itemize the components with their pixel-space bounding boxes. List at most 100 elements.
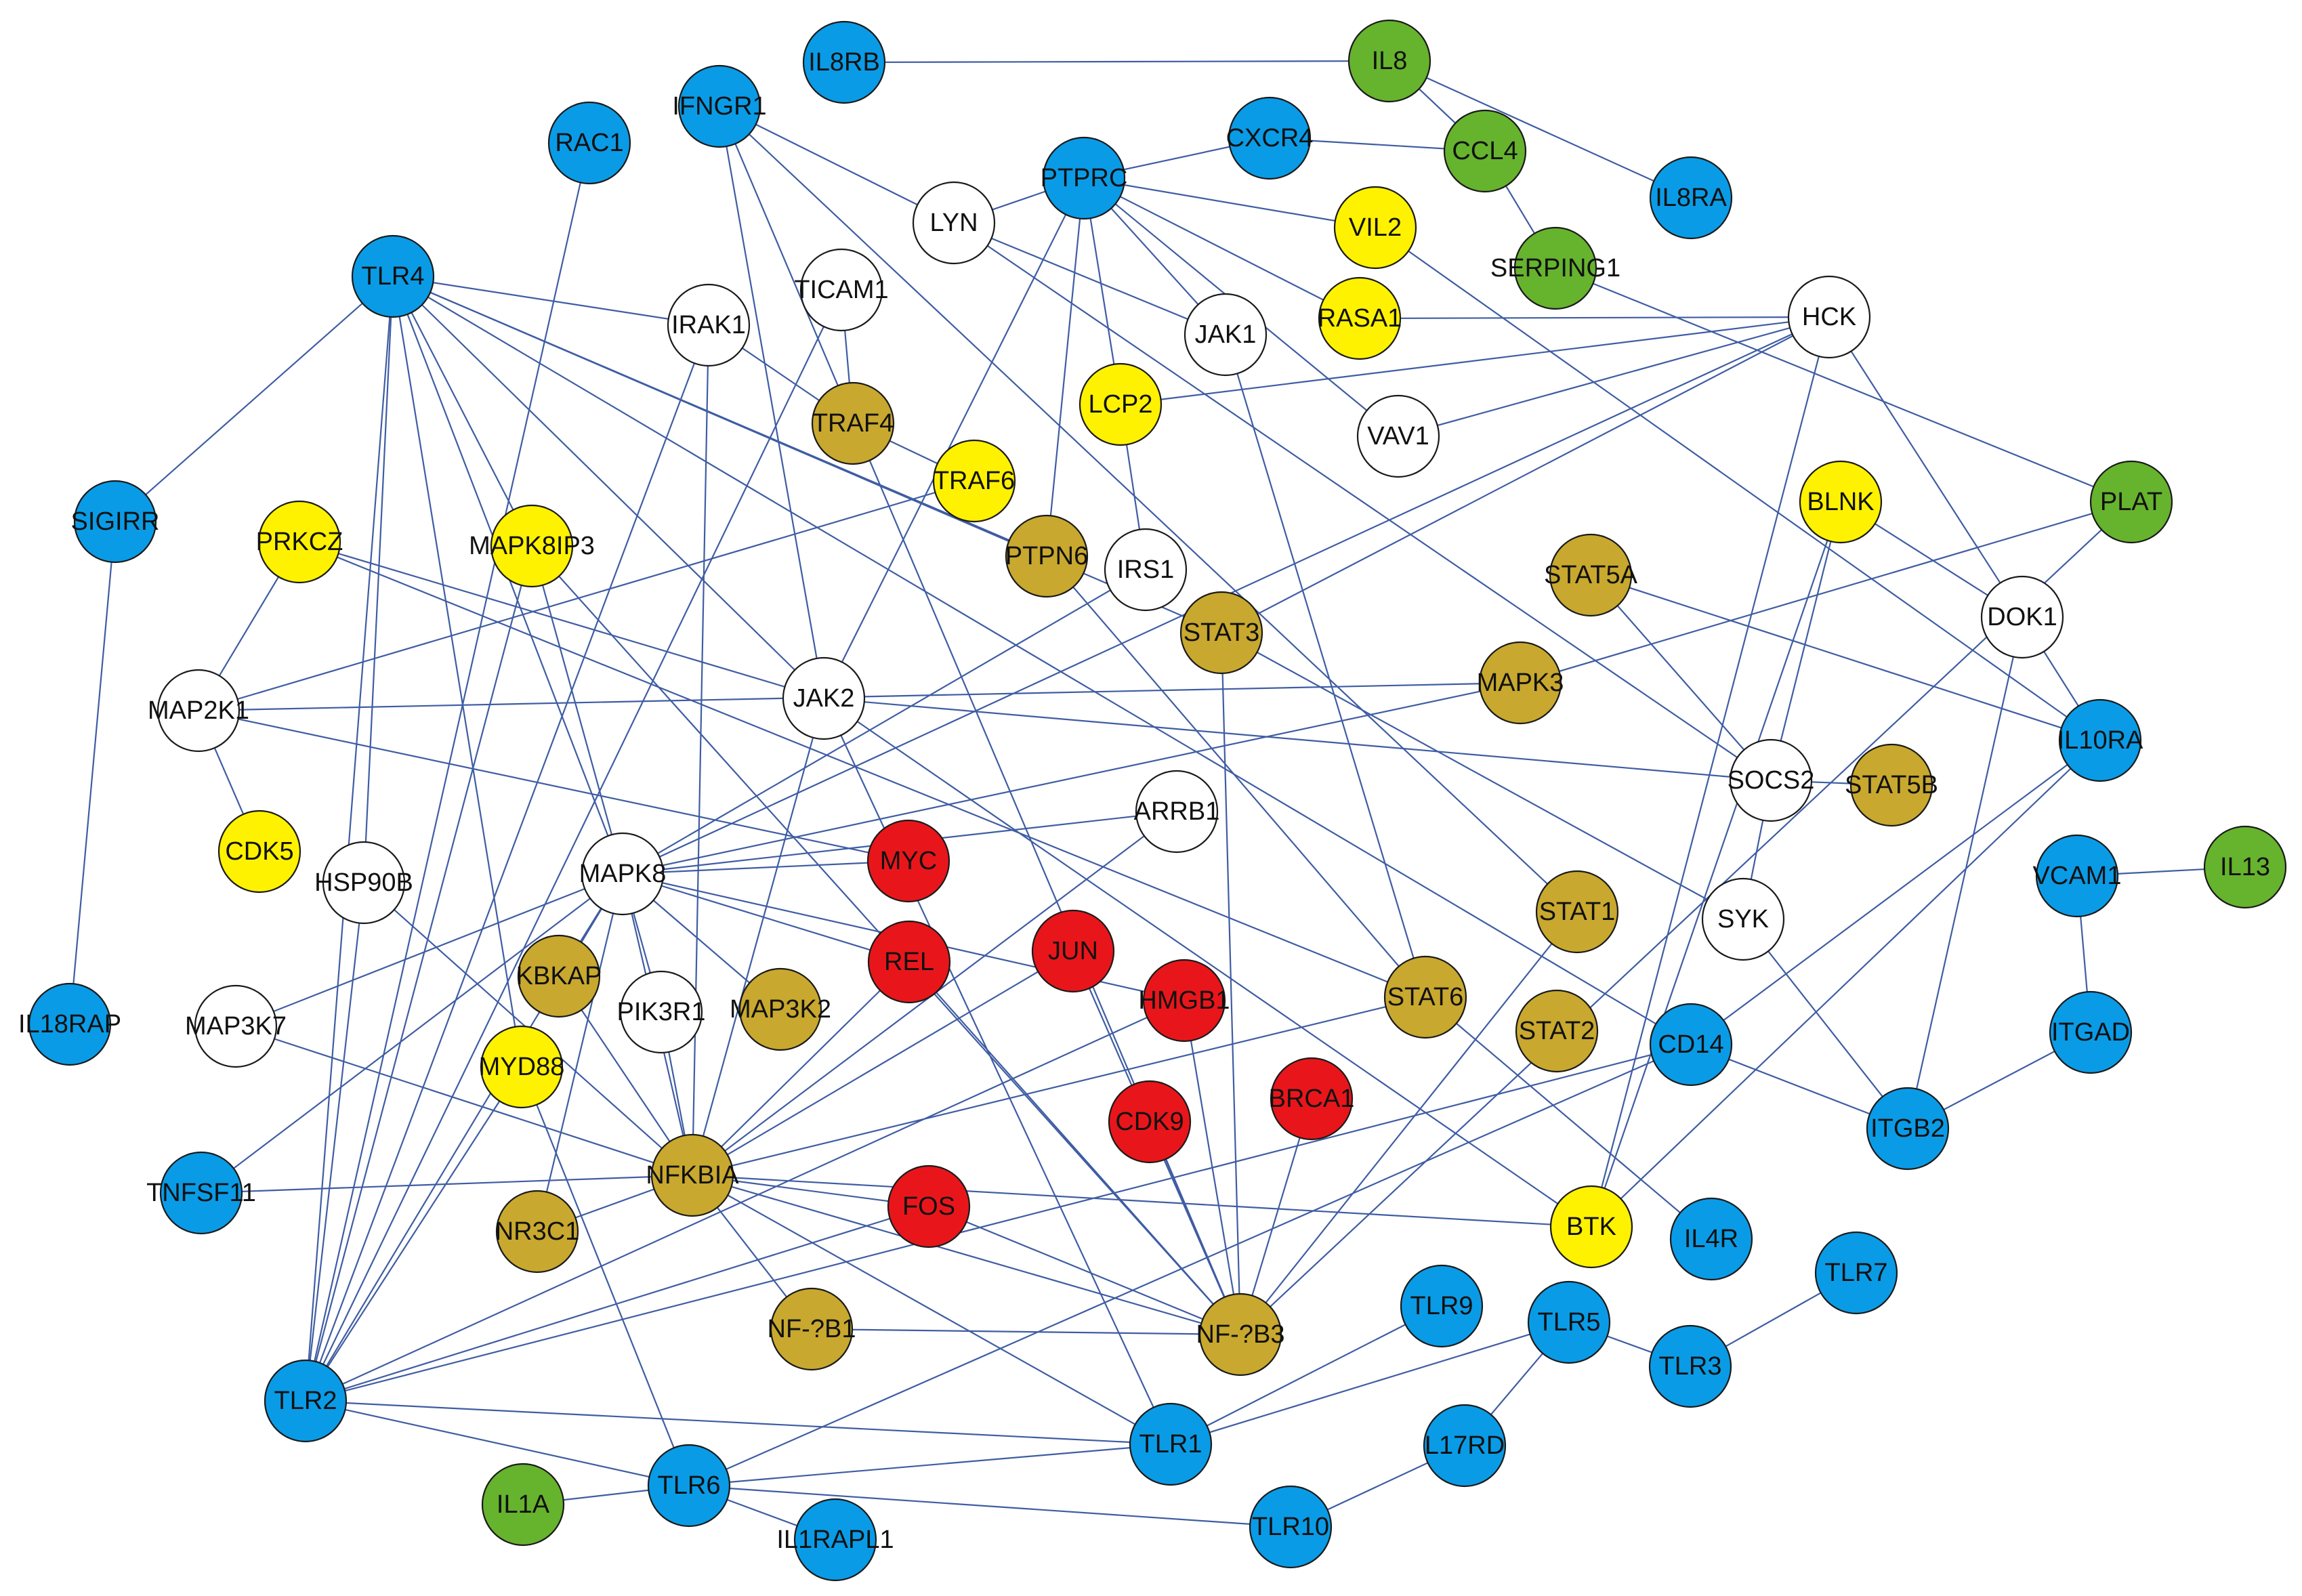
node-myd88[interactable]: MYD88 xyxy=(479,1025,565,1109)
node-circle[interactable] xyxy=(1423,1404,1507,1488)
node-circle[interactable] xyxy=(1135,770,1219,854)
node-circle[interactable] xyxy=(322,841,406,925)
node-circle[interactable] xyxy=(1649,1003,1733,1087)
node-circle[interactable] xyxy=(799,248,883,332)
node-brca1[interactable]: BRCA1 xyxy=(1269,1057,1355,1141)
node-circle[interactable] xyxy=(2058,698,2142,782)
node-ptprc[interactable]: PTPRC xyxy=(1041,136,1128,220)
node-mapk3[interactable]: MAPK3 xyxy=(1477,641,1564,725)
node-tnfsf11[interactable]: TNFSF11 xyxy=(146,1151,256,1235)
node-mapk8ip3[interactable]: MAPK8IP3 xyxy=(469,504,595,588)
node-map2k1[interactable]: MAP2K1 xyxy=(148,669,249,753)
node-circle[interactable] xyxy=(1649,156,1733,240)
node-itgb2[interactable]: ITGB2 xyxy=(1866,1087,1950,1171)
node-tlr2[interactable]: TLR2 xyxy=(264,1359,348,1443)
node-circle[interactable] xyxy=(480,1025,564,1109)
node-circle[interactable] xyxy=(490,504,574,588)
node-stat1[interactable]: STAT1 xyxy=(1535,870,1619,954)
node-il13[interactable]: IL13 xyxy=(2203,825,2287,909)
node-circle[interactable] xyxy=(1535,870,1619,954)
node-circle[interactable] xyxy=(1669,1197,1753,1281)
node-il8[interactable]: IL8 xyxy=(1347,19,1431,103)
node-circle[interactable] xyxy=(1400,1264,1484,1348)
node-circle[interactable] xyxy=(1347,19,1431,103)
node-circle[interactable] xyxy=(1318,276,1402,360)
node-circle[interactable] xyxy=(1005,514,1089,598)
node-stat5a[interactable]: STAT5A xyxy=(1544,533,1638,617)
node-circle[interactable] xyxy=(2203,825,2287,909)
node-irs1[interactable]: IRS1 xyxy=(1104,528,1188,612)
node-circle[interactable] xyxy=(1849,743,1933,827)
node-ccl4[interactable]: CCL4 xyxy=(1443,109,1527,193)
node-circle[interactable] xyxy=(770,1287,854,1371)
node-circle[interactable] xyxy=(1549,533,1633,617)
node-circle[interactable] xyxy=(351,234,435,318)
node-circle[interactable] xyxy=(495,1190,579,1274)
node-circle[interactable] xyxy=(1270,1057,1354,1141)
node-circle[interactable] xyxy=(264,1359,348,1443)
node-arrb1[interactable]: ARRB1 xyxy=(1134,770,1220,854)
node-circle[interactable] xyxy=(1729,738,1813,822)
node-ifngr1[interactable]: IFNGR1 xyxy=(672,64,767,148)
node-mapk8[interactable]: MAPK8 xyxy=(579,832,667,916)
node-tlr6[interactable]: TLR6 xyxy=(647,1444,731,1528)
node-circle[interactable] xyxy=(1031,909,1115,993)
node-nfkb1[interactable]: NF-?B1 xyxy=(768,1287,856,1371)
node-il1a[interactable]: IL1A xyxy=(481,1463,565,1547)
node-circle[interactable] xyxy=(1513,226,1597,310)
node-plat[interactable]: PLAT xyxy=(2089,460,2173,544)
node-tlr10[interactable]: TLR10 xyxy=(1249,1485,1333,1569)
node-circle[interactable] xyxy=(159,1151,243,1235)
node-circle[interactable] xyxy=(547,101,631,185)
node-tlr7[interactable]: TLR7 xyxy=(1814,1231,1898,1315)
node-tlr3[interactable]: TLR3 xyxy=(1648,1324,1732,1408)
node-circle[interactable] xyxy=(1549,1185,1633,1269)
node-vil2[interactable]: VIL2 xyxy=(1333,186,1417,270)
node-stat2[interactable]: STAT2 xyxy=(1515,989,1599,1073)
node-circle[interactable] xyxy=(647,1444,731,1528)
node-circle[interactable] xyxy=(217,810,301,894)
node-circle[interactable] xyxy=(257,500,341,584)
node-circle[interactable] xyxy=(481,1463,565,1547)
node-rel[interactable]: REL xyxy=(867,920,951,1004)
node-circle[interactable] xyxy=(1515,989,1599,1073)
node-ticam1[interactable]: TICAM1 xyxy=(794,248,889,332)
node-cxcr4[interactable]: CXCR4 xyxy=(1226,96,1314,180)
node-tlr4[interactable]: TLR4 xyxy=(351,234,435,318)
node-circle[interactable] xyxy=(1333,186,1417,270)
node-circle[interactable] xyxy=(887,1164,971,1248)
node-serping1[interactable]: SERPING1 xyxy=(1490,226,1620,310)
node-pik3r1[interactable]: PIK3R1 xyxy=(617,970,706,1054)
node-blnk[interactable]: BLNK xyxy=(1799,460,1883,544)
node-circle[interactable] xyxy=(866,819,950,903)
node-circle[interactable] xyxy=(677,64,761,148)
node-stat6[interactable]: STAT6 xyxy=(1383,955,1467,1039)
node-circle[interactable] xyxy=(1527,1280,1611,1364)
node-circle[interactable] xyxy=(1648,1324,1732,1408)
node-circle[interactable] xyxy=(793,1498,877,1582)
node-irak1[interactable]: IRAK1 xyxy=(667,283,751,367)
node-circle[interactable] xyxy=(1356,394,1440,478)
node-circle[interactable] xyxy=(619,970,703,1054)
node-circle[interactable] xyxy=(1142,959,1226,1043)
node-cd14[interactable]: CD14 xyxy=(1649,1003,1733,1087)
node-circle[interactable] xyxy=(1184,293,1268,377)
node-circle[interactable] xyxy=(1701,877,1785,961)
node-vav1[interactable]: VAV1 xyxy=(1356,394,1440,478)
node-circle[interactable] xyxy=(517,934,601,1018)
node-fos[interactable]: FOS xyxy=(887,1164,971,1248)
node-il1rapl1[interactable]: IL1RAPL1 xyxy=(776,1498,894,1582)
node-myc[interactable]: MYC xyxy=(866,819,950,903)
node-map3k2[interactable]: MAP3K2 xyxy=(730,967,831,1051)
node-sigirr[interactable]: SIGIRR xyxy=(71,480,160,564)
node-l17rd[interactable]: L17RD xyxy=(1423,1404,1507,1488)
node-circle[interactable] xyxy=(1179,591,1263,675)
node-circle[interactable] xyxy=(1799,460,1883,544)
node-vcam1[interactable]: VCAM1 xyxy=(2033,834,2122,918)
node-circle[interactable] xyxy=(782,656,866,740)
node-jun[interactable]: JUN xyxy=(1031,909,1115,993)
node-nfkb3[interactable]: NF-?B3 xyxy=(1196,1293,1285,1377)
node-cdk9[interactable]: CDK9 xyxy=(1108,1080,1192,1164)
node-circle[interactable] xyxy=(1443,109,1527,193)
node-traf4[interactable]: TRAF4 xyxy=(811,381,895,465)
